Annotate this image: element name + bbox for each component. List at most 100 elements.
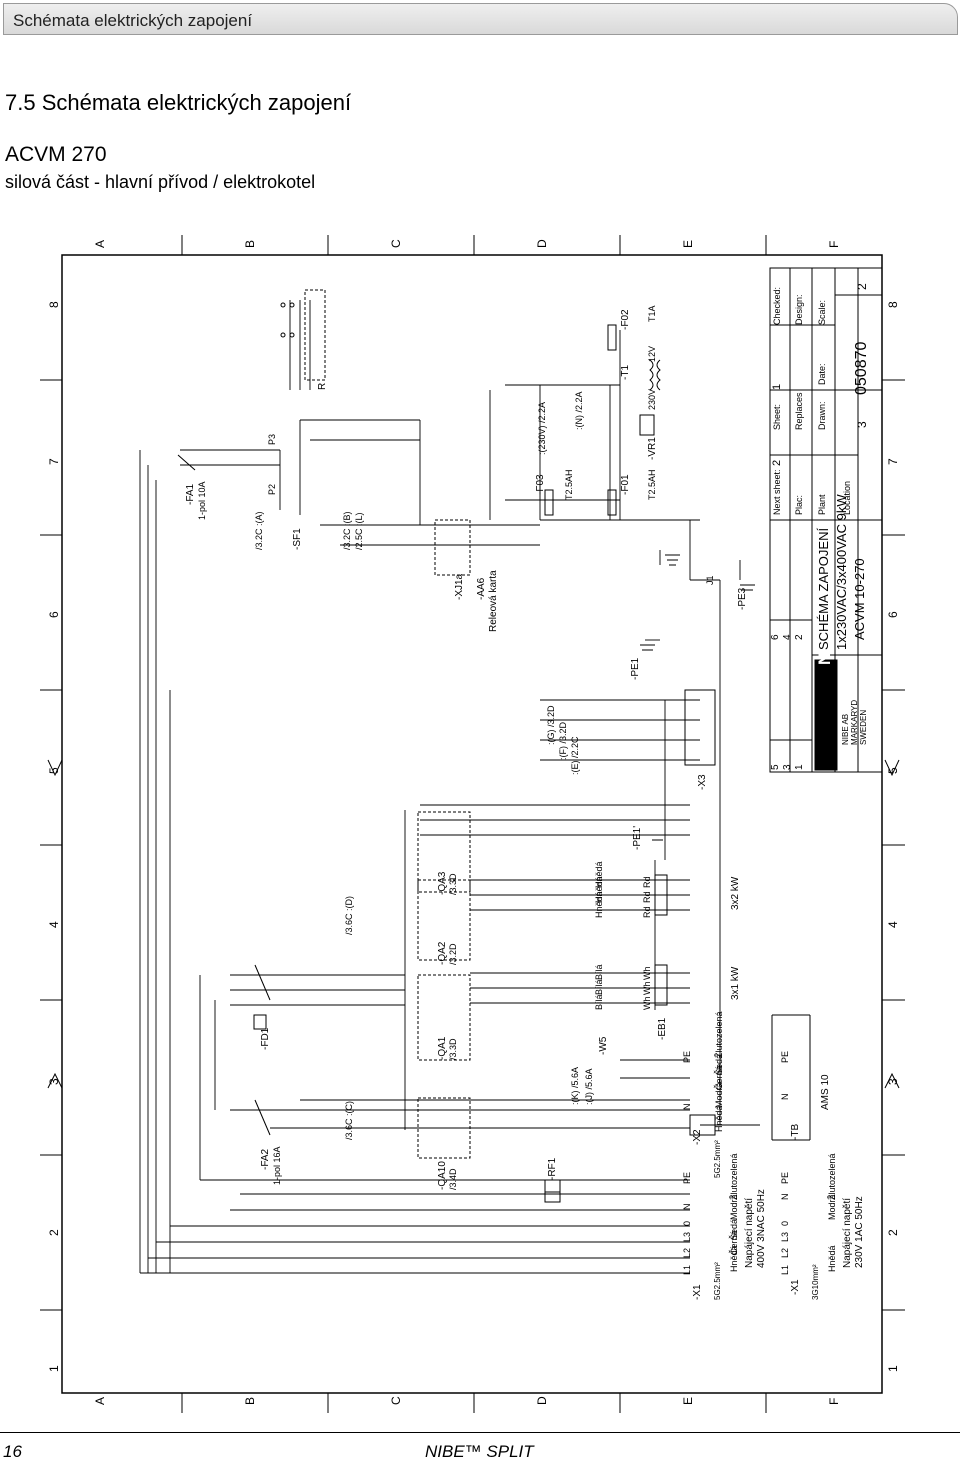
ref-l: /2.5C :(L) bbox=[354, 512, 364, 550]
terminal-l1: L1 bbox=[682, 1265, 692, 1275]
p2-label: P2 bbox=[267, 484, 277, 495]
fd1-label: -FD1 bbox=[260, 1027, 271, 1050]
row-number-5-right: 5 bbox=[886, 767, 900, 774]
fa1-label: -FA1 bbox=[185, 483, 196, 505]
row-number-6: 6 bbox=[47, 611, 61, 618]
qa10-ref: /3.4D bbox=[448, 1168, 458, 1190]
col-letter-c: C bbox=[389, 239, 403, 248]
row-number-7-right: 7 bbox=[886, 458, 900, 465]
schematic-title-2: 1x230VAC/3x400VAC 9kW bbox=[834, 494, 849, 650]
schematic-title-1: SCHÉMA ZAPOJENÍ bbox=[816, 528, 831, 650]
model-name: ACVM 270 bbox=[5, 143, 107, 166]
pe3-label: -PE3 bbox=[737, 587, 748, 610]
rev-2: 2 bbox=[794, 634, 805, 640]
ref-f: :(F) /3.2D bbox=[558, 721, 568, 760]
address-line-3: SWEDEN bbox=[859, 710, 868, 745]
rf1-label: -RF1 bbox=[547, 1157, 558, 1180]
ref-k: :(K) /5.6A bbox=[570, 1067, 580, 1105]
qa3-ref: /3.3D bbox=[448, 873, 458, 895]
wire-wh-3: Wh bbox=[642, 967, 652, 981]
rev-6: 6 bbox=[770, 634, 781, 640]
supply-400-line2: 400V 3NAC 50Hz bbox=[756, 1189, 767, 1268]
terminal-l3: L3 bbox=[682, 1232, 692, 1242]
wire-modra-x1b: Modrá bbox=[827, 1194, 837, 1220]
col-letter-a-bottom: A bbox=[93, 1397, 107, 1405]
x3-label: -X3 bbox=[697, 774, 708, 790]
title-block-labels: Checked: Design: Scale: Sheet: 1 Replace… bbox=[770, 283, 870, 770]
drawing-number: 050870 bbox=[853, 342, 870, 395]
fa1-spec: 1-pol 10A bbox=[197, 481, 207, 520]
wire-hneda-x2: Hnědá bbox=[714, 1105, 724, 1132]
plac-label: Plac: bbox=[794, 495, 804, 515]
ref-j: :(J) /5.6A bbox=[584, 1068, 594, 1105]
rev-3: 3 bbox=[782, 764, 793, 770]
footer-divider bbox=[0, 1432, 960, 1433]
qa1-label: -QA1 bbox=[437, 1036, 448, 1060]
supply-230-line2: 230V 1AC 50Hz bbox=[854, 1196, 865, 1268]
ams-label: AMS 10 bbox=[820, 1074, 831, 1110]
wire-seda-x2: Šedá bbox=[714, 1054, 724, 1075]
wire-wh-2: Wh bbox=[642, 982, 652, 996]
wire-rd-1: Rd bbox=[642, 906, 652, 918]
fa2-spec: 1-pol 16A bbox=[272, 1146, 282, 1185]
rev-1: 1 bbox=[794, 764, 805, 770]
tb-label: -TB bbox=[790, 1124, 801, 1140]
cable-x1b: 3G10mm² bbox=[811, 1264, 820, 1300]
col-letter-e: E bbox=[681, 240, 695, 248]
wire-hneda-x1: Hnědá bbox=[729, 1245, 739, 1272]
row-number-2: 2 bbox=[47, 1229, 61, 1236]
wire-bila-1: Bílá bbox=[594, 994, 604, 1010]
wire-zlutozelena-x1b: Žlutozelená bbox=[827, 1153, 837, 1200]
terminal-0: 0 bbox=[682, 1221, 692, 1226]
wire-hneda-3: Hnědá bbox=[594, 861, 604, 888]
vr1-label: -VR1 bbox=[647, 437, 658, 460]
col-letter-a: A bbox=[93, 240, 107, 248]
title-block bbox=[769, 267, 883, 773]
location-label: Location bbox=[842, 481, 852, 515]
cable-x2: 5G2.5mm² bbox=[713, 1140, 722, 1178]
component-labels: -FA1 1-pol 10A -SF1 /3.2C :(A) /3.2C :(B… bbox=[185, 305, 865, 1300]
wire-zlutozelena-x1: Žlutozelená bbox=[729, 1153, 739, 1200]
terminal-n: N bbox=[682, 1204, 692, 1211]
f01-spec: T2.5AH bbox=[647, 469, 657, 500]
sheet-value: 1 bbox=[771, 384, 783, 390]
pe1b-label: -PE1' bbox=[632, 826, 643, 850]
wire-seda-x1: Šedá bbox=[729, 1219, 739, 1240]
transformer-12v: 12V bbox=[647, 346, 657, 362]
wire-wh-1: Wh bbox=[642, 997, 652, 1011]
transformer-230v: 230V bbox=[647, 389, 657, 410]
wire-modra-x2: Modrá bbox=[714, 1082, 724, 1108]
f01-label: -F01 bbox=[620, 474, 631, 495]
x2-label: -X2 bbox=[692, 1129, 703, 1145]
wire-hneda-2: Hnědá bbox=[594, 876, 604, 903]
checked-label: Checked: bbox=[772, 287, 782, 325]
ref-c: /3.6C :(C) bbox=[344, 1101, 354, 1140]
ref-g: :(G) /3.2D bbox=[546, 705, 556, 745]
wire-bila-2: Bílá bbox=[594, 979, 604, 995]
wire-modra-x1: Modrá bbox=[729, 1194, 739, 1220]
tb-terminal-n: N bbox=[780, 1094, 790, 1101]
f02-label: -F02 bbox=[620, 309, 631, 330]
x1b-terminal-pe: PE bbox=[780, 1172, 790, 1184]
design-label: Design: bbox=[794, 294, 804, 325]
scale-label: Scale: bbox=[817, 300, 827, 325]
sheet-label: Sheet: bbox=[772, 404, 782, 430]
x1-label: -X1 bbox=[692, 1284, 703, 1300]
aa6-description: Releová karta bbox=[488, 570, 499, 632]
x1b-terminal-l3: L3 bbox=[780, 1232, 790, 1242]
pe1-label: -PE1 bbox=[630, 657, 641, 680]
wire-zlutozelena-x2: Žlutozelená bbox=[714, 1011, 724, 1058]
row-number-3: 3 bbox=[47, 1078, 61, 1085]
component-symbols bbox=[177, 289, 811, 1203]
x1b-terminal-0: 0 bbox=[780, 1221, 790, 1226]
row-number-4: 4 bbox=[47, 921, 61, 928]
ref-b: /3.2C :(B) bbox=[342, 511, 352, 550]
qa2-ref: /3.2D bbox=[448, 943, 458, 965]
x2-terminal-pe: PE bbox=[682, 1051, 692, 1063]
row-number-5: 5 bbox=[47, 767, 61, 774]
row-number-1-right: 1 bbox=[886, 1365, 900, 1372]
terminal-pe: PE bbox=[682, 1172, 692, 1184]
col-letter-c-bottom: C bbox=[389, 1396, 403, 1405]
row-number-6-right: 6 bbox=[886, 611, 900, 618]
col-letter-b-bottom: B bbox=[243, 1397, 257, 1405]
